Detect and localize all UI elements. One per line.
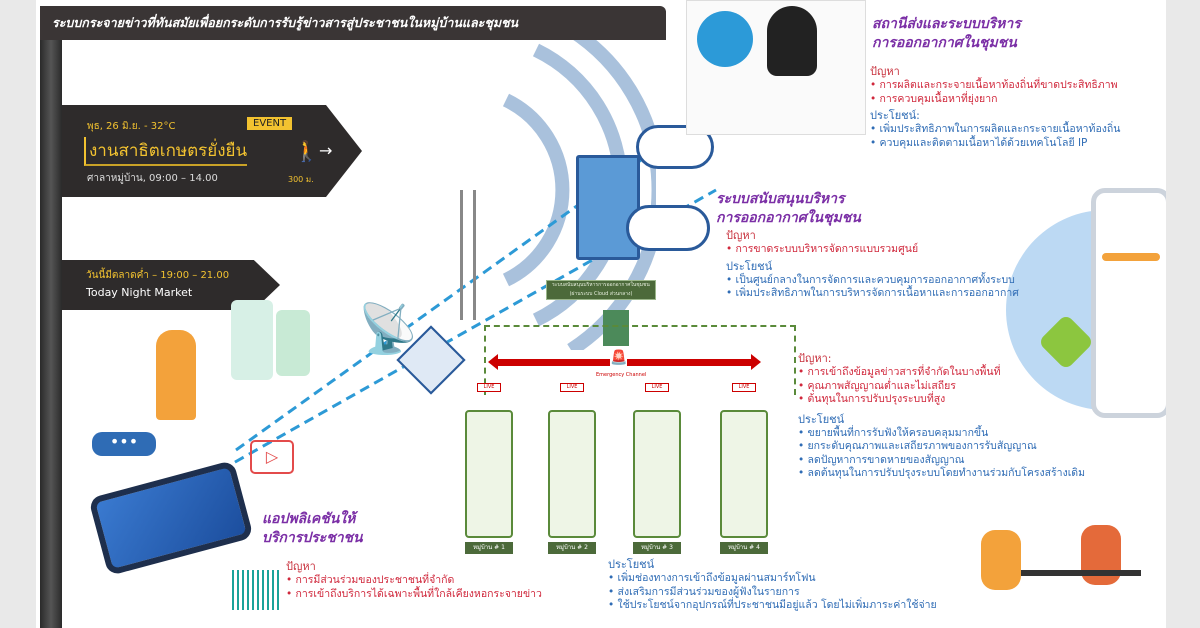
arrow-right-head <box>751 354 761 370</box>
problem-item: การเข้าถึงบริการได้เฉพาะพื้นที่ใกล้เคียง… <box>286 588 542 602</box>
village-speaker-box <box>633 410 681 538</box>
event-sign: พุธ, 26 มิ.ย. - 32°C EVENT งานสาธิตเกษตร… <box>62 105 362 197</box>
person-illustration <box>156 330 196 420</box>
village-label: หมู่บ้าน # 3 <box>633 542 681 554</box>
problem-item: ต้นทุนในการปรับปรุงระบบที่สูง <box>798 393 1085 407</box>
benefit-item: เพิ่มประสิทธิภาพในการผลิตและกระจายเนื้อห… <box>870 123 1121 137</box>
broadcaster-illustration <box>686 0 866 135</box>
market-english: Today Night Market <box>86 286 193 299</box>
app-heading-2: บริการประชาชน <box>262 530 363 546</box>
problem-label: ปัญหา <box>726 229 756 242</box>
problem-item: การมีส่วนร่วมของประชาชนที่จำกัด <box>286 574 542 588</box>
village-3: LIVE หมู่บ้าน # 3 <box>633 383 681 554</box>
benefit-label: ประโยชน์ <box>726 259 773 273</box>
support-heading-2: การออกอากาศในชุมชน <box>716 210 861 226</box>
app-phone-illustration <box>231 300 273 380</box>
problem-item: การควบคุมเนื้อหาที่ยุ่งยาก <box>870 93 1120 107</box>
live-badge: LIVE <box>560 383 584 392</box>
app-problems: ปัญหา การมีส่วนร่วมของประชาชนที่จำกัด กา… <box>286 560 542 601</box>
event-name: งานสาธิตเกษตรยั่งยืน <box>84 137 248 166</box>
village-speaker-box <box>548 410 596 538</box>
siren-icon: 🚨 <box>610 350 628 366</box>
village-2: LIVE หมู่บ้าน # 2 <box>548 383 596 554</box>
live-badge: LIVE <box>732 383 756 392</box>
village-speaker-box <box>720 410 768 538</box>
walking-person-icon: 🚶 <box>294 139 319 163</box>
wave-arc <box>502 93 570 287</box>
smartphone-chat-illustration <box>1091 188 1166 418</box>
station-heading-1: สถานีส่งและระบบบริหาร <box>872 16 1021 32</box>
person-illustration <box>981 530 1021 590</box>
benefit-item: เพิ่มช่องทางการเข้าถึงข้อมูลผ่านสมาร์ทโฟ… <box>608 572 937 586</box>
problem-item: คุณภาพสัญญาณต่ำและไม่เสถียร <box>798 380 1085 394</box>
arrow-left-head <box>488 354 498 370</box>
benefit-item: ใช้ประโยชน์จากอุปกรณ์ที่ประชาชนมีอยู่แล้… <box>608 599 937 613</box>
cloud-system-box: ระบบสนับสนุนบริหารการออกอากาศในชุมชน (ผ่… <box>546 280 656 300</box>
woman-headset-illustration <box>767 6 817 76</box>
event-date: พุธ, 26 มิ.ย. - 32°C <box>87 121 176 132</box>
table-illustration <box>1021 570 1141 576</box>
benefit-label: ประโยชน์: <box>870 109 920 122</box>
cloud-icon <box>626 205 710 251</box>
speaker-details: ปัญหา: การเข้าถึงข้อมูลข่าวสารที่จำกัดใน… <box>798 352 1085 481</box>
market-time: วันนี้มีตลาดค่ำ – 19:00 – 21.00 <box>86 270 230 281</box>
problem-label: ปัญหา <box>870 65 900 78</box>
problem-label: ปัญหา: <box>798 352 832 365</box>
benefit-item: ยกระดับคุณภาพและเสถียรภาพของการรับสัญญาณ <box>798 440 1085 454</box>
sign-pole <box>40 40 62 628</box>
village-label: หมู่บ้าน # 1 <box>465 542 513 554</box>
station-details: ปัญหา การผลิตและกระจายเนื้อหาท้องถิ่นที่… <box>870 65 1120 150</box>
village-label: หมู่บ้าน # 2 <box>548 542 596 554</box>
microphone-icon <box>697 11 753 67</box>
event-distance: 300 ม. <box>288 175 314 184</box>
soundwave-icon <box>232 570 282 610</box>
problem-label: ปัญหา <box>286 560 316 573</box>
live-badge: LIVE <box>477 383 501 392</box>
arrow-right-icon: → <box>319 141 333 160</box>
person-illustration <box>1081 525 1121 585</box>
village-label: หมู่บ้าน # 4 <box>720 542 768 554</box>
app-benefits: ประโยชน์ เพิ่มช่องทางการเข้าถึงข้อมูลผ่า… <box>608 558 937 613</box>
emergency-label: Emergency Channel <box>596 372 647 378</box>
play-video-icon: ▷ <box>250 440 294 474</box>
benefit-label: ประโยชน์ <box>608 558 655 571</box>
chat-bar <box>1102 253 1160 261</box>
problem-item: การเข้าถึงข้อมูลข่าวสารที่จำกัดในบางพื้น… <box>798 366 1085 380</box>
village-1: LIVE หมู่บ้าน # 1 <box>465 383 513 554</box>
benefit-label: ประโยชน์ <box>798 412 845 426</box>
benefit-item: ส่งเสริมการมีส่วนร่วมของผู้ฟังในรายการ <box>608 586 937 600</box>
benefit-item: เป็นศูนย์กลางในการจัดการและควบคุมการออกอ… <box>726 274 1019 288</box>
network-boundary <box>484 325 796 395</box>
page-title: ระบบกระจายข่าวที่ทันสมัยเพื่อยกระดับการร… <box>40 6 666 40</box>
cell-tower-illustration <box>460 190 476 320</box>
problem-item: การขาดระบบบริหารจัดการแบบรวมศูนย์ <box>726 243 1019 257</box>
event-place-time: ศาลาหมู่บ้าน, 09:00 – 14.00 <box>87 173 218 184</box>
app-phone-illustration <box>276 310 310 376</box>
support-details: ปัญหา การขาดระบบบริหารจัดการแบบรวมศูนย์ … <box>726 229 1019 301</box>
support-heading-1: ระบบสนับสนุนบริหาร <box>716 191 845 207</box>
village-speaker-box <box>465 410 513 538</box>
event-badge: EVENT <box>247 117 293 130</box>
village-4: LIVE หมู่บ้าน # 4 <box>720 383 768 554</box>
infographic-canvas: ระบบกระจายข่าวที่ทันสมัยเพื่อยกระดับการร… <box>36 0 1166 628</box>
benefit-item: ขยายพื้นที่การรับฟังให้ครอบคลุมมากขึ้น <box>798 427 1085 441</box>
server-rack-icon <box>576 155 640 260</box>
local-server-icon <box>603 310 629 346</box>
station-heading-2: การออกอากาศในชุมชน <box>872 35 1017 51</box>
benefit-item: ลดปัญหาการขาดหายของสัญญาณ <box>798 454 1085 468</box>
chat-bubble-icon: ••• <box>92 432 156 456</box>
app-heading-1: แอปพลิเคชันให้ <box>262 511 356 527</box>
benefit-item: เพิ่มประสิทธิภาพในการบริหารจัดการเนื้อหา… <box>726 287 1019 301</box>
live-badge: LIVE <box>645 383 669 392</box>
benefit-item: ควบคุมและติดตามเนื้อหาได้ด้วยเทคโนโลยี I… <box>870 137 1120 151</box>
benefit-item: ลดต้นทุนในการปรับปรุงระบบโดยทำงานร่วมกับ… <box>798 467 1086 481</box>
problem-item: การผลิตและกระจายเนื้อหาท้องถิ่นที่ขาดประ… <box>870 79 1120 93</box>
podcast-illustration <box>961 510 1151 628</box>
